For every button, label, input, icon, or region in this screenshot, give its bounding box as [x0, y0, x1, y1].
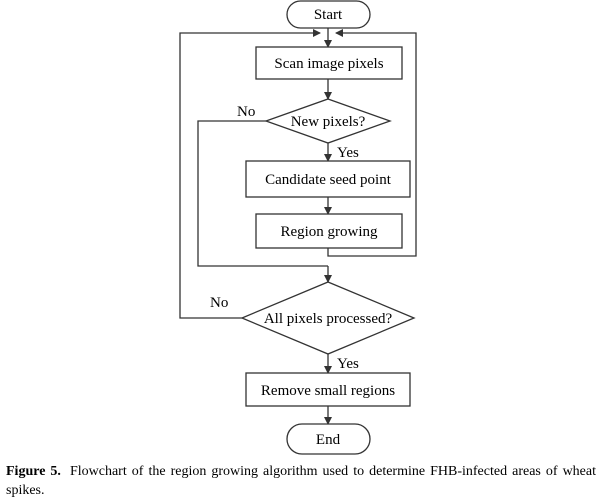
new-yes-label: Yes	[337, 145, 359, 161]
all-processed-decision	[240, 281, 416, 355]
seed-label: Candidate seed point	[265, 172, 392, 188]
region-label: Region growing	[280, 224, 378, 240]
flowchart: Start Scan image pixels New pixels? Cand…	[179, 0, 417, 455]
all-processed-label: All pixels processed?	[264, 311, 393, 327]
scan-label: Scan image pixels	[274, 56, 383, 72]
all-yes-label: Yes	[337, 356, 359, 372]
figure-label: Figure 5.	[6, 464, 61, 479]
remove-label: Remove small regions	[261, 383, 395, 399]
scan-node	[255, 46, 403, 80]
seed-node	[245, 160, 411, 198]
figure-caption: Figure 5. Flowchart of the region growin…	[6, 462, 596, 500]
start-label: Start	[314, 7, 343, 23]
new-pixels-label: New pixels?	[291, 114, 366, 130]
region-node	[255, 213, 403, 249]
figure-caption-text: Flowchart of the region growing algorith…	[6, 464, 597, 498]
new-pixels-decision	[264, 98, 392, 144]
edge-all-no	[179, 29, 321, 319]
end-label: End	[316, 432, 341, 448]
all-no-label: No	[210, 295, 228, 311]
edge-new-no	[197, 120, 328, 267]
edge-region-loop	[327, 29, 417, 257]
end-node	[286, 423, 371, 455]
new-no-label: No	[237, 104, 255, 120]
remove-node	[245, 372, 411, 407]
start-node	[286, 0, 371, 29]
